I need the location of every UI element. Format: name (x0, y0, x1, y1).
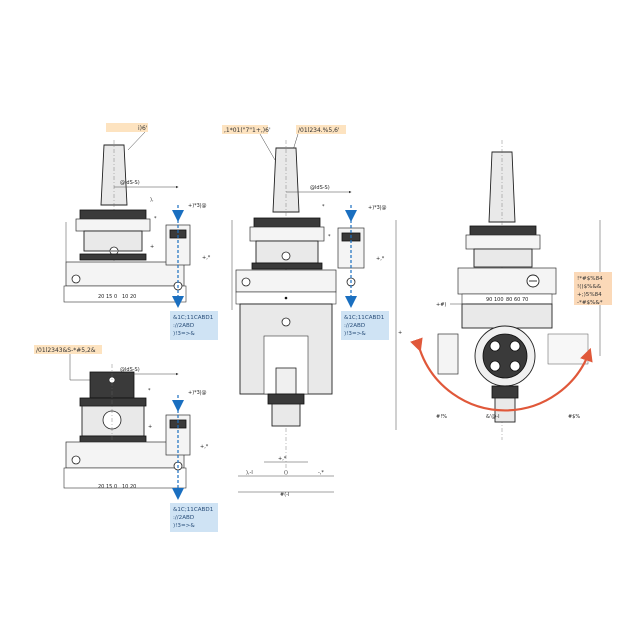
svg-text:(): () (284, 470, 288, 476)
svg-text:&1C;11CABD1: &1C;11CABD1 (344, 315, 385, 321)
svg-text:+,*: +,* (278, 456, 287, 462)
flange-ring-1 (75, 218, 151, 232)
taper-1 (100, 144, 128, 206)
svg-text:+;)5%84: +;)5%84 (577, 292, 602, 298)
svg-text:)!3=>&: )!3=>& (344, 331, 366, 337)
flange-1 (79, 209, 147, 220)
svg-text:@ldS-S): @ldS-S) (310, 185, 330, 191)
tag-1 (106, 123, 148, 132)
svg-text:20: 20 (130, 294, 136, 300)
svg-text:!*#$%84: !*#$%84 (577, 276, 603, 282)
svg-text:*: * (148, 388, 151, 394)
tag-2 (34, 345, 102, 354)
svg-text:20: 20 (98, 294, 104, 300)
coolant-box-1 (170, 311, 218, 340)
svg-text:#!%: #!% (436, 414, 447, 420)
svg-text:0: 0 (114, 294, 117, 300)
svg-text:20: 20 (98, 484, 104, 490)
svg-text:80: 80 (506, 297, 512, 303)
angle-head-view-4: 90 100 80 60 70 +#) #!% #$% &'@-l !*#$%8… (410, 140, 612, 440)
info-box-4 (574, 272, 612, 305)
svg-text:+: + (150, 244, 154, 250)
svg-text:)!3=>&: )!3=>& (173, 523, 195, 529)
svg-text:,1*01("7"1+,)6': ,1*01("7"1+,)6' (224, 127, 271, 134)
svg-text:15: 15 (106, 484, 112, 490)
tag-1-text: i)6' (138, 125, 148, 132)
scale-2: 20 15 0 10 20 (98, 484, 136, 490)
coolant-box-3 (341, 311, 389, 340)
coolant-arrow-in-1 (172, 210, 184, 222)
svg-text:10: 10 (122, 484, 128, 490)
angle-head-view-3: ,1*01("7"1+,)6' /01l234.%5,6' @ldS-S) (222, 125, 402, 498)
leader-1 (127, 131, 146, 151)
dim-small-1: +,* (202, 255, 211, 261)
svg-text:&'@-l: &'@-l (486, 414, 499, 420)
angle-head-view-2: /01l2343&S-*#5,2& 20 15 0 10 20 @ldS-S) … (34, 345, 218, 532)
head-top-4 (457, 267, 557, 295)
svg-text:+#): +#) (436, 302, 446, 308)
svg-text:#$%: #$% (568, 414, 580, 420)
svg-text:+: + (148, 424, 152, 430)
svg-text:://2ABD: ://2ABD (344, 323, 365, 329)
svg-text:+: + (398, 330, 402, 336)
svg-text:-,*: -,* (318, 470, 324, 476)
screw-1b (71, 274, 81, 284)
svg-text:+)*3|@: +)*3|@ (188, 390, 207, 396)
svg-text:),: ), (150, 197, 154, 203)
head-body-2 (65, 441, 185, 469)
svg-text:+,*: +,* (200, 444, 209, 450)
coolant-arrow-in-3 (345, 210, 357, 222)
svg-text:*: * (328, 234, 331, 240)
svg-text:!()$%&&: !()$%&& (577, 284, 602, 290)
tag-2-text: /01l2343&S-*#5,2& (36, 347, 96, 354)
rotation-arc (410, 337, 593, 412)
svg-text:+)*3|@: +)*3|@ (368, 205, 387, 211)
svg-text:-*#$%&*: -*#$%&* (577, 300, 603, 306)
svg-text:@ldS-S): @ldS-S) (120, 367, 140, 373)
angle-head-view-1: i)6' 20 15 0 10 20 @ldS-S) +)*3| (63, 123, 218, 340)
dim-coolant-1: +)*3|@ (188, 203, 207, 209)
svg-text:0: 0 (114, 484, 117, 490)
svg-text:)!3=>&: )!3=>& (173, 331, 195, 337)
output-spindle-3 (271, 403, 301, 427)
svg-text:&1C;11CABD1: &1C;11CABD1 (173, 507, 214, 513)
svg-text:60: 60 (514, 297, 520, 303)
coolant-arrow-out-2 (172, 488, 184, 500)
svg-text:15: 15 (106, 294, 112, 300)
head-lower-1 (63, 285, 187, 303)
svg-text:20: 20 (130, 484, 136, 490)
scale-4: 90 100 80 60 70 (486, 297, 528, 303)
coolant-arrow-in-2 (172, 400, 184, 412)
coolant-arrow-out-1 (172, 296, 184, 308)
svg-text:*: * (154, 216, 157, 222)
tag-3a (222, 125, 268, 134)
svg-text:://2ABD: ://2ABD (173, 323, 194, 329)
coolant-box-2 (170, 503, 218, 532)
head-body-1 (65, 261, 185, 287)
svg-text:),-l: ),-l (246, 470, 253, 476)
svg-text:#(-l: #(-l (280, 492, 289, 498)
svg-text:*: * (322, 204, 325, 210)
coolant-arrow-out-3 (345, 296, 357, 308)
svg-text:/01l234.%5,6': /01l234.%5,6' (298, 127, 340, 134)
tag-3b (296, 125, 346, 134)
svg-text:+,*: +,* (376, 256, 385, 262)
svg-text:90: 90 (486, 297, 492, 303)
svg-text:10: 10 (122, 294, 128, 300)
dim-horizontal-1: @ldS-S) (120, 180, 140, 186)
svg-text:70: 70 (522, 297, 528, 303)
scale-1: 20 15 0 10 20 (98, 294, 136, 300)
svg-text:100: 100 (494, 297, 504, 303)
svg-text:://2ABD: ://2ABD (173, 515, 194, 521)
svg-text:&1C;11CABD1: &1C;11CABD1 (173, 315, 214, 321)
ring-1 (79, 253, 147, 261)
head-top-3 (235, 269, 337, 293)
